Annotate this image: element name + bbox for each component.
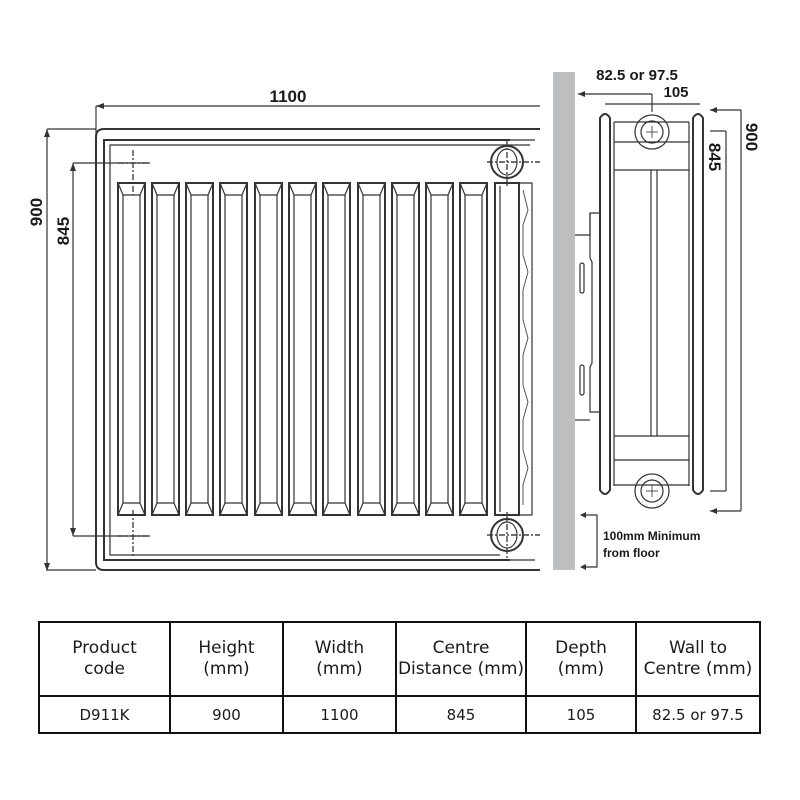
header-line: (mm) xyxy=(316,659,363,679)
width-dimension: 1100 xyxy=(95,87,540,140)
side-centre-label: 845 xyxy=(705,143,724,171)
header-line: Centre (mm) xyxy=(643,659,753,679)
spec-table: Product code Height (mm) Width (mm) Cent… xyxy=(38,621,761,734)
floor-note-line1: 100mm Minimum xyxy=(603,529,700,543)
centre-dimension: 845 xyxy=(54,162,150,537)
header-line: Height xyxy=(198,638,255,658)
header-line: Centre xyxy=(432,638,490,658)
cell-height: 900 xyxy=(169,695,284,734)
header-centre-distance: Centre Distance (mm) xyxy=(395,621,527,697)
centre-dimension-label: 845 xyxy=(54,217,73,245)
depth-label: 105 xyxy=(663,84,688,101)
cell-width: 1100 xyxy=(282,695,397,734)
header-width: Width (mm) xyxy=(282,621,397,697)
radiator-technical-drawing: 1100 900 845 xyxy=(27,67,761,571)
height-dimension: 900 xyxy=(27,129,50,571)
table-row: D911K 900 1100 845 105 82.5 or 97.5 xyxy=(38,695,761,734)
header-line: Width xyxy=(314,638,365,658)
front-view: 1100 900 845 xyxy=(27,87,540,571)
cell-centre-distance: 845 xyxy=(395,695,527,734)
top-port xyxy=(487,140,540,188)
wall-to-centre-label: 82.5 or 97.5 xyxy=(596,67,678,84)
wall xyxy=(553,72,575,570)
side-height-label: 900 xyxy=(742,123,761,151)
header-line: Product xyxy=(72,638,137,658)
header-line: (mm) xyxy=(203,659,250,679)
header-line: Wall to xyxy=(668,638,728,658)
width-dimension-label: 1100 xyxy=(270,87,307,106)
header-product-code: Product code xyxy=(38,621,171,697)
floor-note-line2: from floor xyxy=(603,546,660,560)
header-line: Distance (mm) xyxy=(397,659,525,679)
table-header-row: Product code Height (mm) Width (mm) Cent… xyxy=(38,621,761,697)
side-view: 82.5 or 97.5 105 xyxy=(553,67,761,570)
cell-product-code: D911K xyxy=(38,695,171,734)
cell-wall-to-centre: 82.5 or 97.5 xyxy=(635,695,761,734)
header-height: Height (mm) xyxy=(169,621,284,697)
header-line: Depth xyxy=(555,638,607,658)
header-line: (mm) xyxy=(557,659,605,679)
radiator-fins xyxy=(117,182,488,516)
header-line: code xyxy=(84,659,125,679)
bottom-port xyxy=(487,512,540,558)
height-dimension-label: 900 xyxy=(27,198,46,226)
cell-depth: 105 xyxy=(525,695,637,734)
header-depth: Depth (mm) xyxy=(525,621,637,697)
fin xyxy=(117,182,146,516)
header-wall-to-centre: Wall to Centre (mm) xyxy=(635,621,761,697)
